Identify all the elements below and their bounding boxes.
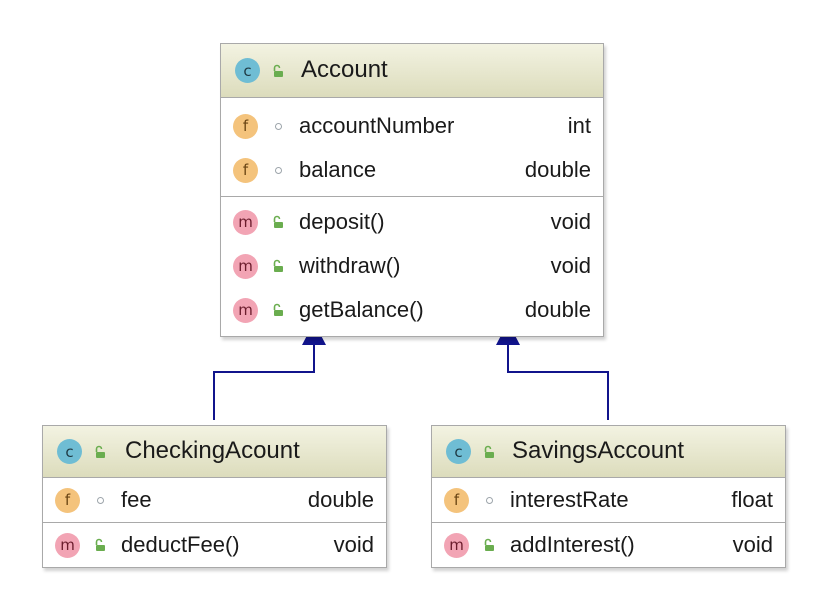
field-type: double bbox=[307, 487, 374, 512]
field-row[interactable]: f fee double bbox=[43, 478, 386, 522]
method-return-type: void bbox=[732, 532, 773, 557]
field-name: accountNumber bbox=[299, 113, 455, 138]
method-name: deductFee() bbox=[121, 532, 240, 557]
package-visibility-icon bbox=[481, 492, 497, 508]
fields-section: f fee double bbox=[43, 478, 386, 523]
method-icon: m bbox=[55, 532, 80, 558]
method-name: addInterest() bbox=[510, 532, 635, 557]
inheritance-edge-checking-account bbox=[213, 343, 315, 420]
field-name: fee bbox=[121, 487, 152, 512]
method-return-type: void bbox=[550, 253, 591, 278]
public-visibility-icon bbox=[481, 444, 497, 460]
inheritance-edge-savings-account bbox=[507, 343, 609, 420]
field-icon: f bbox=[55, 487, 80, 513]
fields-section: f accountNumber int f balance double bbox=[221, 98, 603, 197]
public-visibility-icon bbox=[270, 258, 286, 274]
method-row[interactable]: m withdraw() void bbox=[221, 244, 603, 288]
field-type: int bbox=[567, 113, 591, 138]
package-visibility-icon bbox=[92, 492, 108, 508]
method-icon: m bbox=[233, 253, 258, 279]
class-name: CheckingAcount bbox=[125, 437, 300, 464]
method-name: getBalance() bbox=[299, 297, 424, 322]
method-return-type: void bbox=[333, 532, 374, 557]
class-account[interactable]: c Account f accountNumber int f balance … bbox=[220, 43, 604, 337]
method-icon: m bbox=[444, 532, 469, 558]
public-visibility-icon bbox=[92, 537, 108, 553]
fields-section: f interestRate float bbox=[432, 478, 785, 523]
method-icon: m bbox=[233, 209, 258, 235]
class-name: Account bbox=[301, 56, 388, 83]
field-name: interestRate bbox=[510, 487, 629, 512]
method-name: withdraw() bbox=[299, 253, 401, 278]
public-visibility-icon bbox=[481, 537, 497, 553]
class-icon: c bbox=[57, 439, 82, 464]
class-savings-account[interactable]: c SavingsAccount f interestRate float m … bbox=[431, 425, 786, 568]
field-type: double bbox=[524, 157, 591, 182]
class-icon: c bbox=[446, 439, 471, 464]
package-visibility-icon bbox=[270, 162, 286, 178]
field-icon: f bbox=[444, 487, 469, 513]
field-row[interactable]: f interestRate float bbox=[432, 478, 785, 522]
field-icon: f bbox=[233, 113, 258, 139]
field-row[interactable]: f balance double bbox=[221, 148, 603, 192]
method-row[interactable]: m deposit() void bbox=[221, 200, 603, 244]
methods-section: m addInterest() void bbox=[432, 523, 785, 567]
class-name: SavingsAccount bbox=[512, 437, 685, 464]
methods-section: m deposit() void m withdraw() void m get… bbox=[221, 197, 603, 336]
field-icon: f bbox=[233, 157, 258, 183]
method-return-type: double bbox=[524, 297, 591, 322]
methods-section: m deductFee() void bbox=[43, 523, 386, 567]
class-icon: c bbox=[235, 58, 260, 83]
method-name: deposit() bbox=[299, 209, 385, 234]
public-visibility-icon bbox=[270, 214, 286, 230]
method-row[interactable]: m deductFee() void bbox=[43, 523, 386, 567]
class-header: c SavingsAccount bbox=[432, 426, 785, 478]
class-checking-account[interactable]: c CheckingAcount f fee double m deductFe… bbox=[42, 425, 387, 568]
method-row[interactable]: m getBalance() double bbox=[221, 288, 603, 332]
package-visibility-icon bbox=[270, 118, 286, 134]
method-icon: m bbox=[233, 297, 258, 323]
field-row[interactable]: f accountNumber int bbox=[221, 104, 603, 148]
field-name: balance bbox=[299, 157, 377, 182]
method-return-type: void bbox=[550, 209, 591, 234]
class-header: c CheckingAcount bbox=[43, 426, 386, 478]
class-header: c Account bbox=[221, 44, 603, 98]
public-visibility-icon bbox=[270, 63, 286, 79]
public-visibility-icon bbox=[92, 444, 108, 460]
field-type: float bbox=[731, 487, 773, 512]
public-visibility-icon bbox=[270, 302, 286, 318]
method-row[interactable]: m addInterest() void bbox=[432, 523, 785, 567]
